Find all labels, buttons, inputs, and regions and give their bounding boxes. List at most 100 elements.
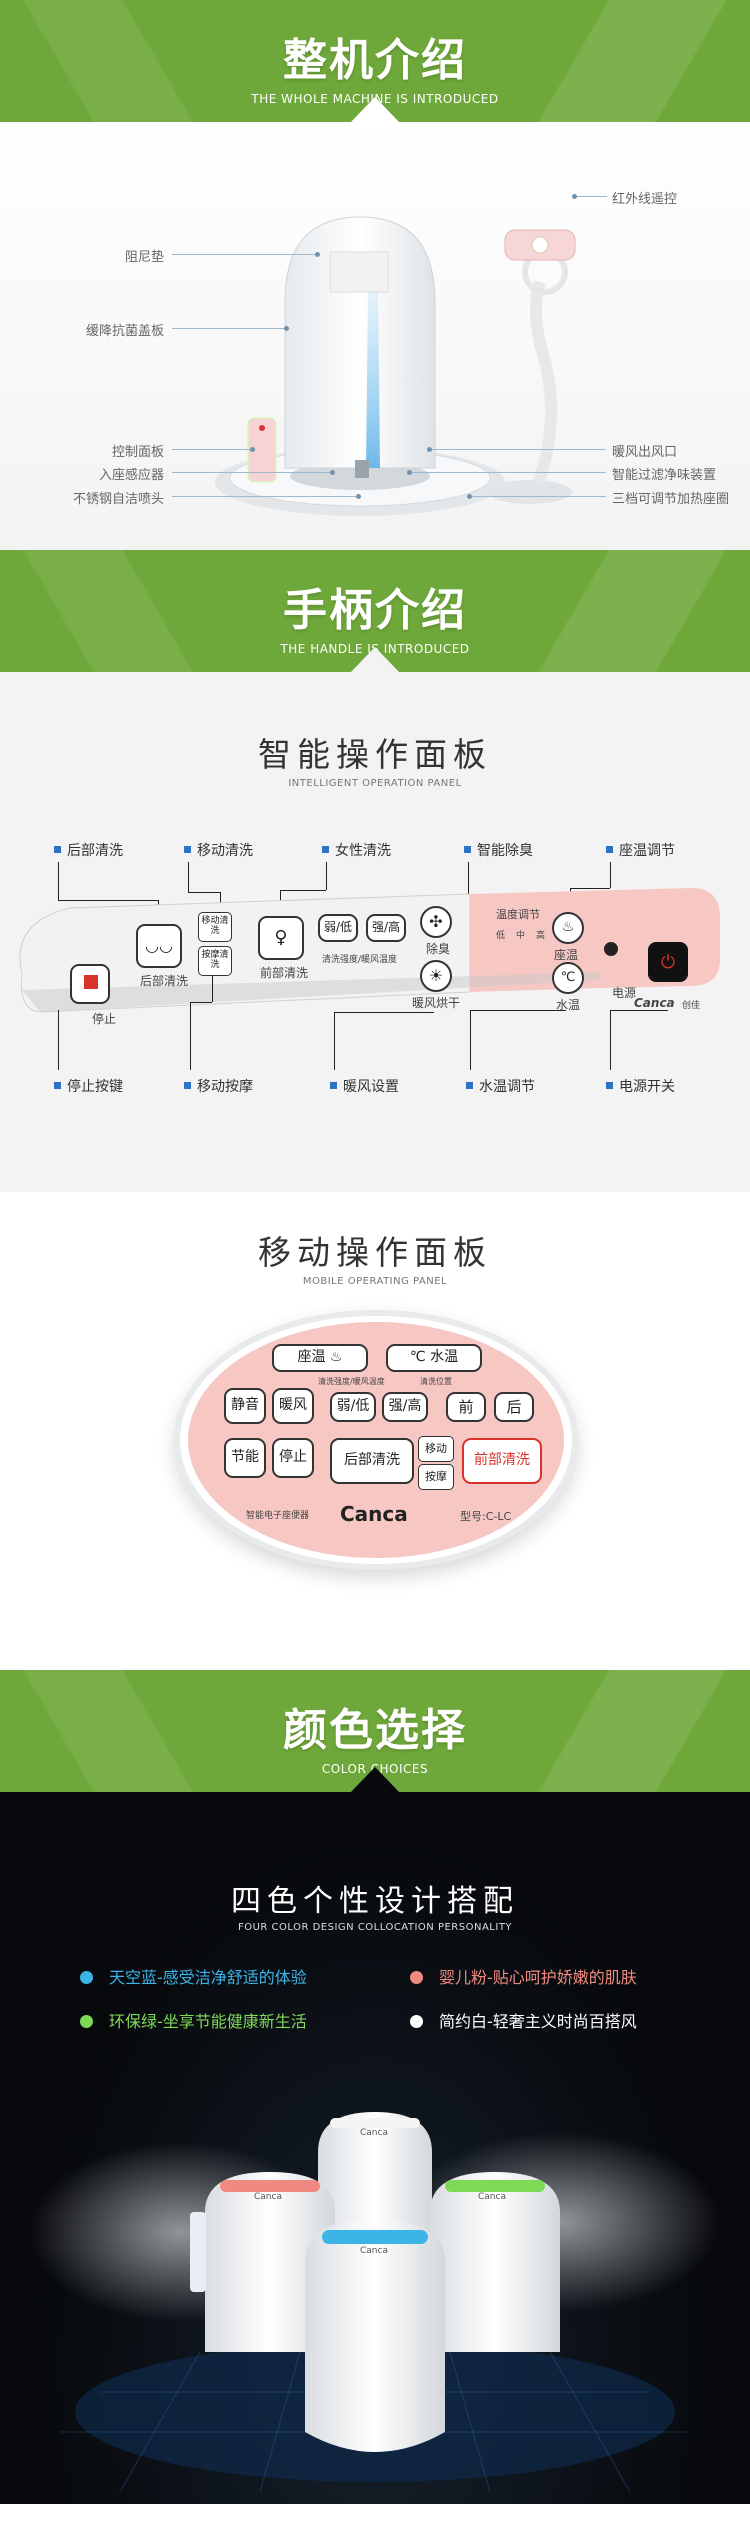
intelligent-panel-section: 智能操作面板 INTELLIGENT OPERATION PANEL 后部清洗 … [0, 672, 750, 1192]
label-lid: 缓降抗菌盖板 [85, 323, 164, 338]
water-temp-label: 水温 [556, 998, 581, 1012]
water-temp-icon[interactable]: ℃ [552, 962, 584, 994]
indicator-dot [604, 942, 618, 956]
stop-label: 停止 [92, 1012, 117, 1026]
label-female-wash: 女性清洗 [322, 840, 391, 860]
seat-temp-label: 座温 [554, 948, 579, 962]
brand-cn: 创佳 [682, 1001, 701, 1011]
stop-button[interactable] [70, 964, 110, 1004]
machine-overview: 阻尼垫 缓降抗菌盖板 控制面板 入座感应器 不锈钢自洁喷头 红外线遥控 暖风出风… [0, 122, 750, 550]
label-move-wash: 移动清洗 [184, 840, 253, 860]
panel-title: 智能操作面板 [258, 735, 492, 774]
model-number: 型号:C-LC [460, 1510, 512, 1523]
banner-title: 手柄介绍 [283, 585, 467, 636]
label-rear-wash: 后部清洗 [54, 840, 123, 860]
rear-wash-button[interactable]: 后部清洗 [330, 1438, 414, 1484]
label-water-temp: 水温调节 [466, 1076, 535, 1096]
move-button[interactable]: 移动 [418, 1436, 454, 1462]
color-option-green: 环保绿-坐享节能健康新生活 [80, 2008, 307, 2032]
eco-button[interactable]: 节能 [224, 1438, 266, 1478]
label-power-switch: 电源开关 [606, 1076, 675, 1096]
deodorize-fan-icon[interactable]: ✣ [420, 906, 452, 938]
leader-line [172, 447, 255, 452]
seat-temp-icon[interactable]: ♨ [552, 912, 584, 944]
banner-notch [350, 1767, 400, 1792]
move-wash-button[interactable]: 移动清洗 [198, 912, 232, 942]
brand-logo: Canca [340, 1502, 408, 1526]
stop-button[interactable]: 停止 [272, 1438, 314, 1478]
label-warm-air-outlet: 暖风出风口 [612, 444, 678, 459]
color-option-pink: 婴儿粉-贴心呵护娇嫩的肌肤 [410, 1964, 637, 1988]
banner-title: 整机介绍 [283, 35, 467, 86]
temp-level-high: 高 [536, 931, 546, 941]
color-choices-section: 四色个性设计搭配 FOUR COLOR DESIGN COLLOCATION P… [0, 1792, 750, 2504]
mobile-panel-title: 移动操作面板 [258, 1233, 492, 1272]
leader-line [172, 326, 289, 331]
colored-seats-illustration [30, 2112, 720, 2493]
warm-air-button[interactable]: 暖风 [272, 1388, 314, 1424]
move-massage-button[interactable]: 按摩清洗 [198, 946, 232, 976]
section-banner-handle: 手柄介绍 THE HANDLE IS INTRODUCED [0, 550, 750, 672]
brand-logo: Canca [634, 996, 675, 1010]
lid-brand-white: Canca [360, 2128, 388, 2138]
massage-button[interactable]: 按摩 [418, 1464, 454, 1490]
label-stop-key: 停止按键 [54, 1076, 123, 1096]
mute-button[interactable]: 静音 [224, 1388, 266, 1424]
deodorize-label: 除臭 [426, 942, 451, 956]
front-wash-button[interactable]: ♀ [258, 916, 304, 960]
strong-button[interactable]: 强/高 [382, 1392, 428, 1422]
label-nozzle: 不锈钢自洁喷头 [72, 491, 164, 506]
rear-wash-label: 后部清洗 [140, 974, 189, 988]
section-banner-colors: 颜色选择 COLOR CHOICES [0, 1670, 750, 1792]
dryer-sun-icon[interactable]: ☀ [420, 960, 452, 992]
leader-line [172, 252, 320, 257]
leader-line [172, 494, 361, 499]
label-heated-seat: 三档可调节加热座圈 [612, 491, 730, 506]
label-move-massage: 移动按摩 [184, 1076, 253, 1096]
temp-adjust-title: 温度调节 [496, 908, 540, 921]
temp-level-low: 低 [496, 931, 506, 941]
lid-brand-pink: Canca [254, 2192, 282, 2202]
power-button[interactable]: ⏻ [648, 942, 688, 982]
label-seat-sensor: 入座感应器 [98, 467, 164, 482]
power-label: 电源 [612, 986, 637, 1000]
strong-button[interactable]: 强/高 [366, 914, 406, 942]
banner-title: 颜色选择 [283, 1705, 467, 1756]
dryer-label: 暖风烘干 [412, 996, 461, 1010]
rear-wash-button[interactable]: ◡◡ [136, 924, 182, 968]
label-warm-air: 暖风设置 [330, 1076, 399, 1096]
label-damper-pad: 阻尼垫 [124, 249, 164, 264]
power-icon: ⏻ [660, 951, 676, 973]
leader-line [572, 194, 607, 199]
water-temp-button[interactable]: ℃ 水温 [386, 1344, 482, 1372]
toilet-seat-illustration [215, 216, 576, 516]
front-wash-label: 前部清洗 [260, 966, 309, 980]
label-ir-remote: 红外线遥控 [612, 191, 678, 206]
leader-line [407, 470, 606, 475]
label-seat-temp: 座温调节 [606, 840, 675, 860]
label-control-panel: 控制面板 [111, 444, 164, 459]
strength-caption: 清洗强度/暖风温度 [318, 1377, 385, 1386]
front-position-button[interactable]: 前 [446, 1392, 486, 1422]
color-option-white: 简约白-轻奢主义时尚百搭风 [410, 2008, 637, 2032]
color-heading-en: FOUR COLOR DESIGN COLLOCATION PERSONALIT… [237, 1922, 513, 1933]
temp-level-mid: 中 [516, 931, 526, 941]
product-caption: 智能电子座便器 [246, 1511, 310, 1521]
leader-line [467, 494, 606, 499]
weak-button[interactable]: 弱/低 [318, 914, 358, 942]
mobile-panel-subtitle: MOBILE OPERATING PANEL [302, 1276, 448, 1287]
seat-temp-button[interactable]: 座温 ♨ [272, 1344, 368, 1372]
color-option-blue: 天空蓝-感受洁净舒适的体验 [80, 1964, 307, 1988]
weak-button[interactable]: 弱/低 [330, 1392, 376, 1422]
banner-notch [350, 647, 400, 672]
label-filter: 智能过滤净味装置 [612, 467, 717, 482]
front-wash-button[interactable]: 前部清洗 [462, 1438, 542, 1484]
banner-notch [350, 97, 400, 122]
lid-brand-blue: Canca [360, 2246, 388, 2256]
back-position-button[interactable]: 后 [494, 1392, 534, 1422]
leader-line [172, 470, 335, 475]
position-caption: 清洗位置 [420, 1377, 452, 1386]
leader-line [427, 447, 606, 452]
lid-brand-green: Canca [478, 2192, 506, 2202]
panel-subtitle: INTELLIGENT OPERATION PANEL [288, 778, 462, 789]
